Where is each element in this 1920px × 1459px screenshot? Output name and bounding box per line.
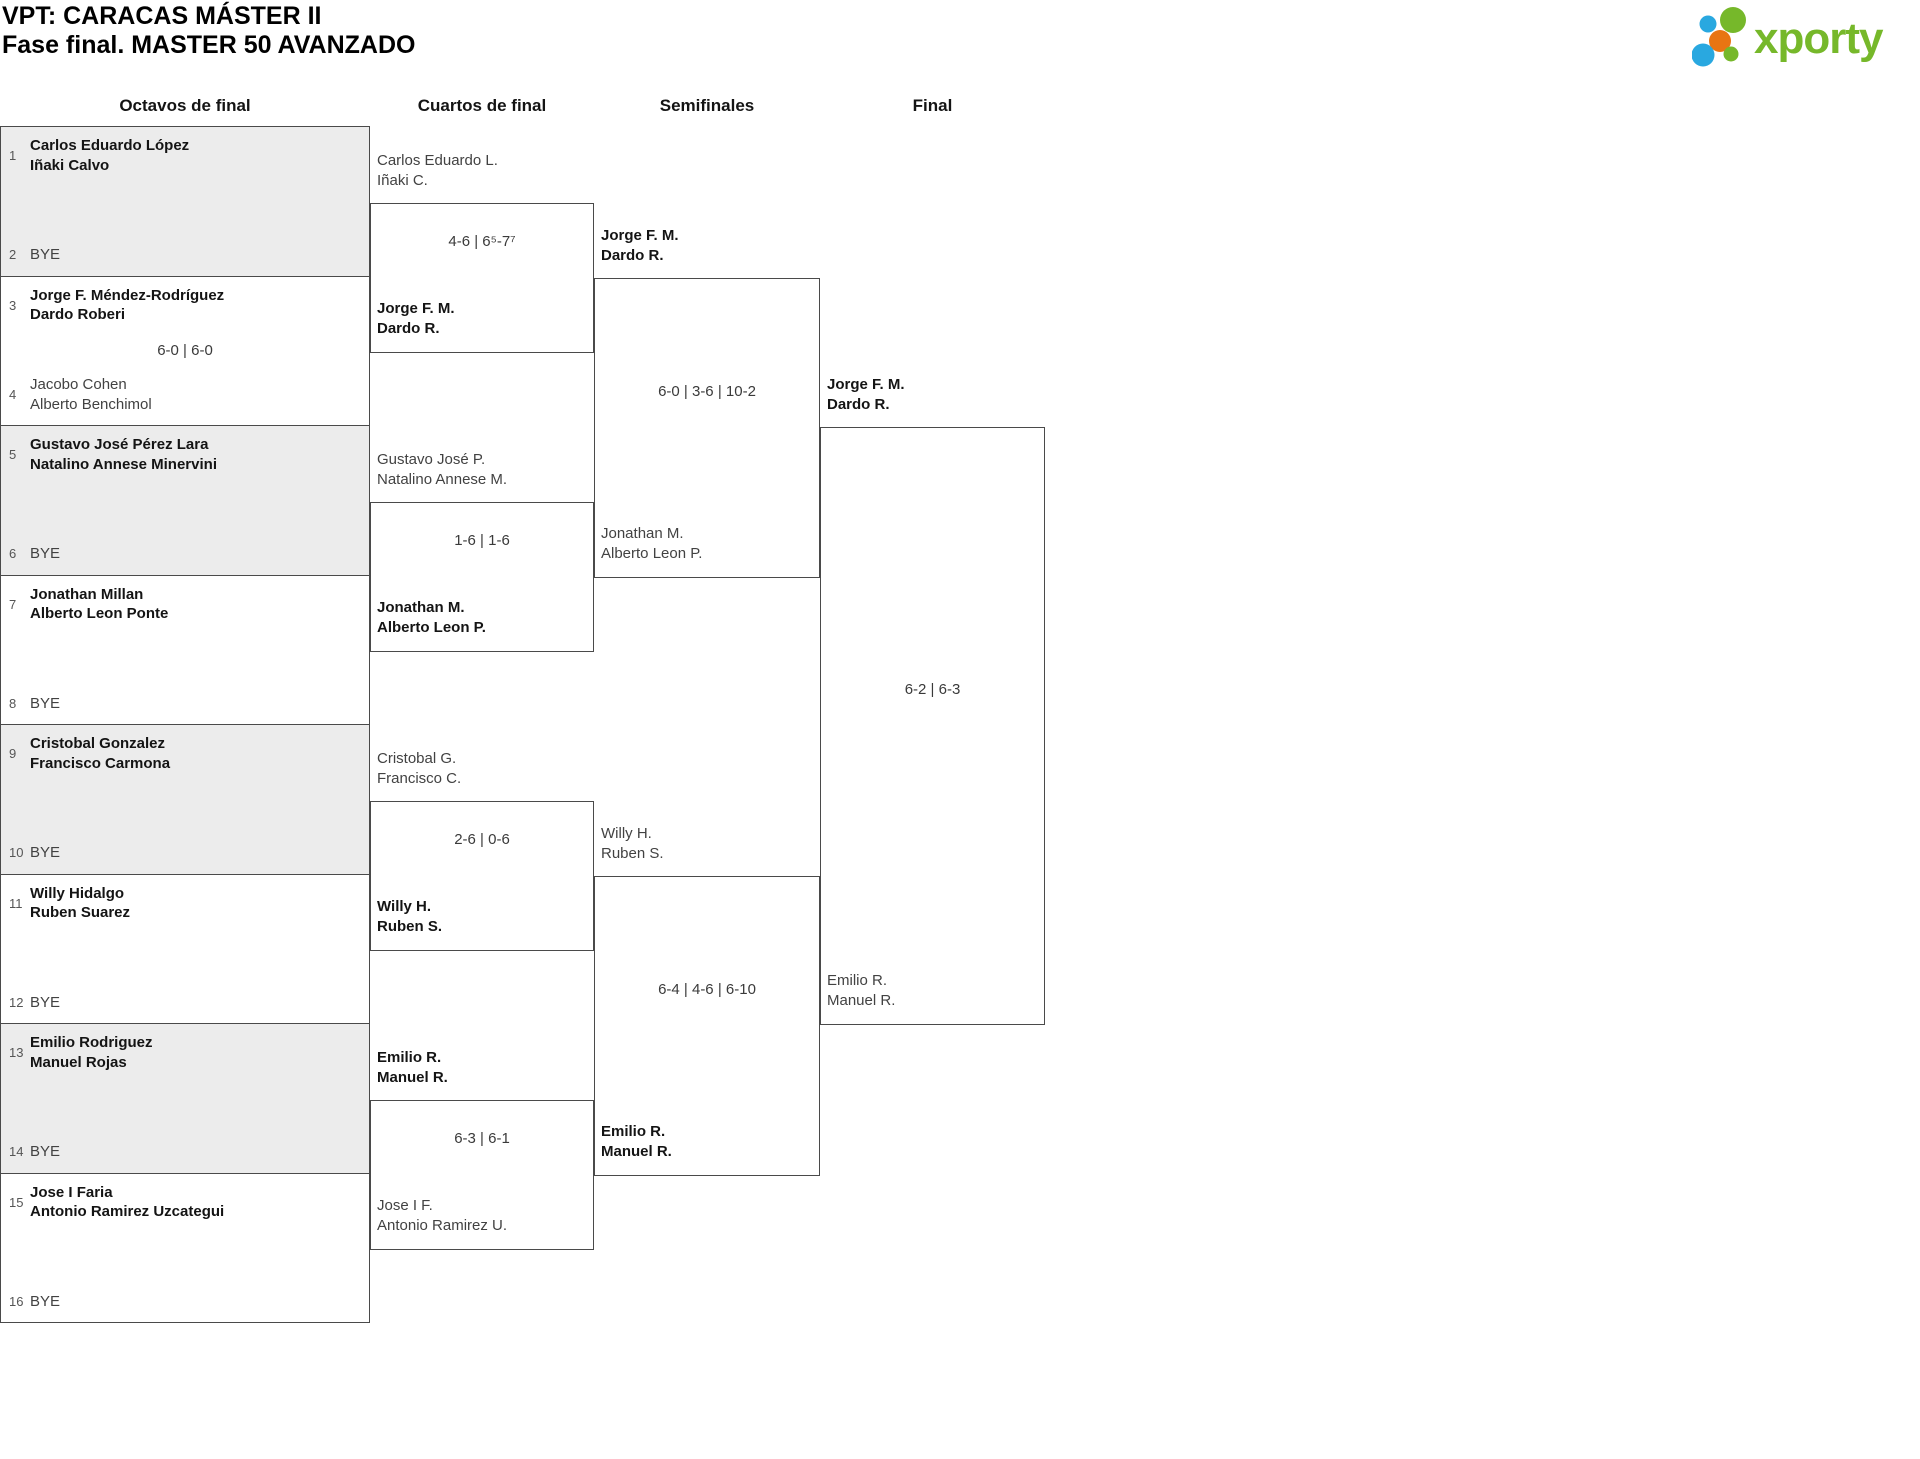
advancing-team: Willy H.Ruben S. [601,825,664,862]
seed-number: 13 [9,1045,24,1060]
advancing-team: Emilio R.Manuel R. [601,1123,672,1160]
team-names: BYE [30,545,61,562]
advancing-team: Jonathan M.Alberto Leon P. [601,525,703,562]
seed-number: 12 [9,994,24,1010]
match-score: 1-6 | 1-6 [454,532,510,549]
advancing-team: Carlos Eduardo L.Iñaki C. [377,152,498,189]
match-score: 2-6 | 0-6 [454,831,510,848]
match-score: 6-2 | 6-3 [904,681,961,698]
match-score: 6-4 | 4-6 | 6-10 [658,981,756,998]
seed-number: 16 [9,1293,24,1309]
advancing-team: Emilio R.Manuel R. [827,972,896,1009]
seed-number: 4 [9,387,17,402]
advancing-team: Willy H.Ruben S. [377,898,443,935]
page-subtitle: Fase final. MASTER 50 AVANZADO [2,31,416,59]
seed-number: 8 [9,695,17,711]
team-names: BYE [30,694,61,712]
team-names: BYE [30,1143,61,1160]
seed-number: 7 [9,596,17,612]
advancing-team: Jose I F.Antonio Ramirez U. [377,1197,508,1234]
team-names: BYE [30,246,61,263]
advancing-team: Jonathan M.Alberto Leon P. [377,599,486,636]
team-entry: 6 BYE [9,544,361,564]
team-names: BYE [30,844,61,861]
team-names: BYE [30,993,61,1011]
team-entry: 2 BYE [9,245,361,265]
seed-number: 1 [9,148,17,163]
match-box: 4-6 | 6⁵-7⁷ Jorge F. M.Dardo R. [370,203,594,353]
seed-number: 6 [9,546,17,562]
seed-number: 9 [9,746,17,761]
match-score: 6-0 | 6-0 [157,341,213,359]
match-box: 1-6 | 1-6 Jonathan M.Alberto Leon P. [370,502,594,652]
match-score: 6-3 | 6-1 [454,1130,510,1147]
logo-dots-icon [1692,7,1746,67]
advancing-team: Gustavo José P.Natalino Annese M. [377,451,508,488]
logo-brand-text: xporty [1754,14,1883,63]
match-score: 6-0 | 3-6 | 10-2 [658,383,756,400]
match-box: 6-2 | 6-3 Emilio R.Manuel R. [820,427,1045,1025]
advancing-team: Jorge F. M.Dardo R. [601,227,679,264]
advancing-team: Jorge F. M.Dardo R. [827,376,905,413]
xporty-logo[interactable]: xporty [1692,2,1917,68]
seed-number: 15 [9,1194,24,1210]
match-box: 6-0 | 3-6 | 10-2 Jonathan M.Alberto Leon… [594,278,820,578]
advancing-team: Emilio R.Manuel R. [377,1049,448,1086]
seed-number: 11 [9,895,23,911]
team-entry: 14 BYE [9,1142,361,1162]
seed-number: 14 [9,1144,24,1160]
round-header-octavos: Octavos de final [119,96,251,115]
match-box: 6-3 | 6-1 Jose I F.Antonio Ramirez U. [370,1100,594,1250]
team-entry: 12 BYE [9,993,361,1013]
match-box: 2-6 | 0-6 Willy H.Ruben S. [370,801,594,951]
advancing-team: Cristobal G.Francisco C. [377,750,462,787]
round-header-final: Final [912,96,953,115]
round-header-cuartos: Cuartos de final [417,96,547,115]
match-score: 4-6 | 6⁵-7⁷ [448,233,516,250]
round-header-semifinales: Semifinales [659,96,755,115]
advancing-team: Jorge F. M.Dardo R. [377,300,455,337]
team-entry: 10 BYE [9,843,361,863]
seed-number: 10 [9,845,24,861]
page-title: VPT: CARACAS MÁSTER II [2,2,322,30]
seed-number: 5 [9,447,17,462]
team-names: BYE [30,1292,61,1310]
team-entry: 8 BYE [9,694,361,714]
seed-number: 3 [9,297,17,313]
team-entry: 16 BYE [9,1292,361,1312]
match-box: 6-4 | 4-6 | 6-10 Emilio R.Manuel R. [594,876,820,1176]
seed-number: 2 [9,247,17,263]
